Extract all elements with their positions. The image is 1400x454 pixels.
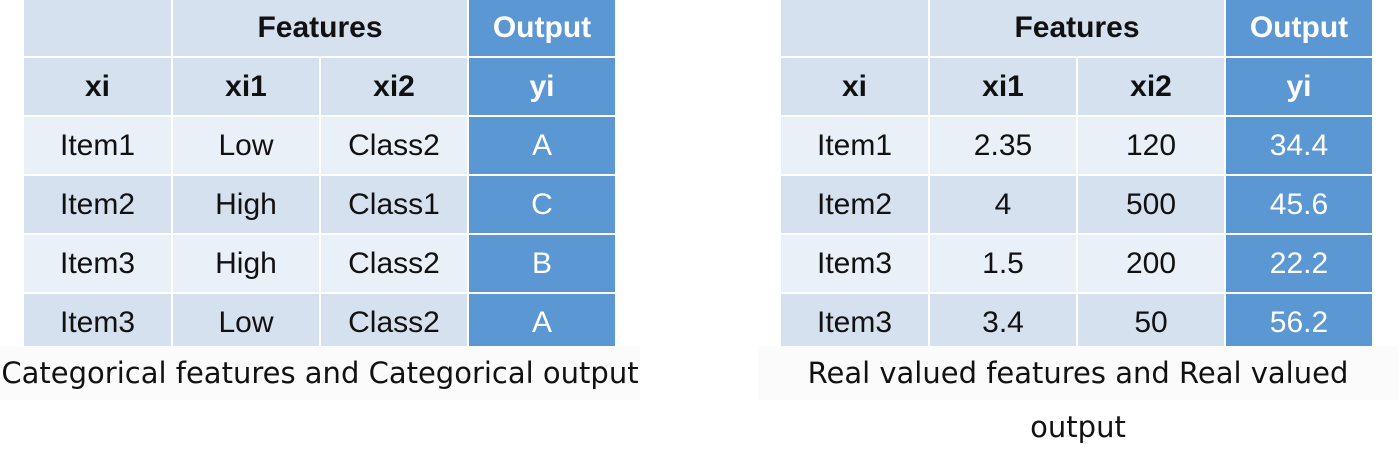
table-cell: 50 (1077, 293, 1226, 353)
group-header-row: Features Output (781, 0, 1374, 58)
categorical-table-panel: Features Output xi xi1 xi2 yi Item1 Low … (24, 0, 617, 353)
table-cell: Class1 (320, 175, 469, 235)
column-header: yi (468, 57, 617, 117)
table-cell: Item3 (24, 234, 173, 294)
features-group-header: Features (929, 0, 1226, 58)
table-row: Item2 4 500 45.6 (781, 175, 1374, 235)
table-cell: Item2 (781, 175, 930, 235)
table-cell: Item3 (781, 293, 930, 353)
real-valued-table-panel: Features Output xi xi1 xi2 yi Item1 2.35… (781, 0, 1374, 353)
table-cell: Class2 (320, 116, 469, 176)
output-cell: A (468, 116, 617, 176)
table-cell: 200 (1077, 234, 1226, 294)
output-cell: 34.4 (1225, 116, 1374, 176)
table-row: Item3 High Class2 B (24, 234, 617, 294)
table-row: Item1 Low Class2 A (24, 116, 617, 176)
table-cell: Low (172, 293, 321, 353)
table-cell: High (172, 175, 321, 235)
column-header: xi2 (320, 57, 469, 117)
table-row: Item3 1.5 200 22.2 (781, 234, 1374, 294)
column-header: xi1 (172, 57, 321, 117)
table-cell: Class2 (320, 234, 469, 294)
table-cell: Class2 (320, 293, 469, 353)
output-cell: 56.2 (1225, 293, 1374, 353)
table-row: Item1 2.35 120 34.4 (781, 116, 1374, 176)
column-header: xi1 (929, 57, 1078, 117)
table-cell: Item3 (24, 293, 173, 353)
column-header: xi (781, 57, 930, 117)
table-cell: Item1 (781, 116, 930, 176)
column-header: xi2 (1077, 57, 1226, 117)
output-group-header: Output (1225, 0, 1374, 58)
table-cell: 500 (1077, 175, 1226, 235)
column-header-row: xi xi1 xi2 yi (781, 57, 1374, 117)
column-header: xi (24, 57, 173, 117)
output-cell: 22.2 (1225, 234, 1374, 294)
column-header-row: xi xi1 xi2 yi (24, 57, 617, 117)
real-valued-caption: Real valued features and Real valued out… (758, 346, 1398, 444)
features-group-header: Features (172, 0, 469, 58)
column-header: yi (1225, 57, 1374, 117)
table-row: Item3 3.4 50 56.2 (781, 293, 1374, 353)
table-row: Item3 Low Class2 A (24, 293, 617, 353)
table-cell: Item2 (24, 175, 173, 235)
empty-corner-cell (24, 0, 173, 58)
real-valued-table: Features Output xi xi1 xi2 yi Item1 2.35… (781, 0, 1374, 353)
table-cell: 1.5 (929, 234, 1078, 294)
table-cell: High (172, 234, 321, 294)
table-cell: Item3 (781, 234, 930, 294)
group-header-row: Features Output (24, 0, 617, 58)
table-cell: 4 (929, 175, 1078, 235)
output-cell: B (468, 234, 617, 294)
output-cell: C (468, 175, 617, 235)
table-cell: Low (172, 116, 321, 176)
table-cell: 120 (1077, 116, 1226, 176)
categorical-table: Features Output xi xi1 xi2 yi Item1 Low … (24, 0, 617, 353)
categorical-caption: Categorical features and Categorical out… (0, 346, 640, 400)
empty-corner-cell (781, 0, 930, 58)
output-group-header: Output (468, 0, 617, 58)
table-cell: 3.4 (929, 293, 1078, 353)
table-row: Item2 High Class1 C (24, 175, 617, 235)
table-cell: 2.35 (929, 116, 1078, 176)
output-cell: A (468, 293, 617, 353)
table-cell: Item1 (24, 116, 173, 176)
output-cell: 45.6 (1225, 175, 1374, 235)
